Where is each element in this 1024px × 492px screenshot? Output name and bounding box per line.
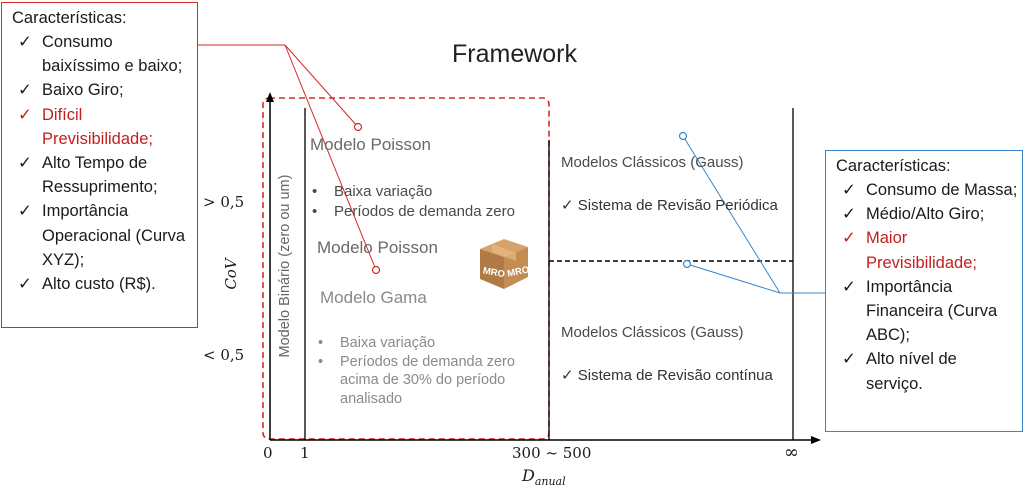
bullet-item: Períodos de demanda zero <box>308 202 515 222</box>
bullet-item: Baixa variação <box>308 182 515 202</box>
characteristic-text: Maior Previsibilidade; <box>866 229 977 272</box>
lower-left-model-poisson: Modelo Poisson <box>317 238 438 257</box>
characteristic-item: ✓ Consumo baixíssimo e baixo; <box>12 30 193 78</box>
check-icon: ✓ <box>842 277 856 296</box>
characteristic-item: ✓ Maior Previsibilidade; <box>836 226 1018 274</box>
x-tick-300-500: 300 ~ 500 <box>512 444 592 462</box>
right-box-heading: Características: <box>836 157 951 175</box>
characteristic-text: Consumo baixíssimo e baixo; <box>42 33 183 76</box>
right-callout-line <box>682 135 781 294</box>
characteristic-text: Difícil Previsibilidade; <box>42 105 153 148</box>
check-icon: ✓ <box>18 81 32 100</box>
right-callout-dot <box>678 131 688 141</box>
check-icon: ✓ <box>842 181 856 199</box>
characteristic-item: ✓ Consumo de Massa; <box>836 178 1018 202</box>
cov-lower-label: < 0,5 <box>203 346 245 364</box>
characteristic-item: ✓ Difícil Previsibilidade; <box>12 103 193 151</box>
check-icon: ✓ <box>18 33 32 51</box>
lower-left-bullets: Baixa variaçãoPeríodos de demanda zero a… <box>314 334 524 408</box>
characteristic-item: ✓ Baixo Giro; <box>12 78 193 102</box>
left-callout-dot <box>371 265 381 275</box>
right-characteristics-box: Características: ✓ Consumo de Massa; ✓ Médi… <box>825 150 1023 432</box>
upper-right-model: Modelos Clássicos (Gauss) <box>561 154 744 171</box>
check-icon: ✓ <box>18 154 32 173</box>
characteristic-text: Consumo de Massa; <box>866 181 1018 199</box>
characteristic-item: ✓ Alto nível de serviço. <box>836 347 1018 395</box>
right-characteristics-list: ✓ Consumo de Massa; ✓ Médio/Alto Giro; ✓ Maio… <box>836 178 1018 396</box>
characteristic-item: ✓ Alto Tempo de Ressuprimento; <box>12 151 193 199</box>
x-axis-label-sub: anual <box>534 475 566 489</box>
x-axis-label: Danual <box>522 466 566 488</box>
characteristic-text: Importância Operacional (Curva XYZ); <box>42 202 186 269</box>
upper-right-system: ✓ Sistema de Revisão Periódica <box>561 197 778 214</box>
x-axis-arrow <box>811 436 821 444</box>
y-axis-label: CoV <box>222 258 240 290</box>
left-callout-line <box>284 44 377 271</box>
x-tick-1: 1 <box>300 444 310 462</box>
mro-box-icon: MRO MRO <box>480 239 530 289</box>
right-callout-line <box>686 263 781 294</box>
characteristic-text: Importância Financeira (Curva ABC); <box>866 277 998 345</box>
check-icon: ✓ <box>842 229 856 248</box>
check-icon: ✓ <box>18 202 32 221</box>
upper-left-bullets: Baixa variaçãoPeríodos de demanda zero <box>308 182 515 222</box>
check-icon: ✓ <box>842 205 856 224</box>
characteristic-text: Médio/Alto Giro; <box>866 205 985 224</box>
x-tick-infinity: ∞ <box>784 442 799 463</box>
left-callout-line <box>284 44 359 128</box>
left-characteristics-list: ✓ Consumo baixíssimo e baixo; ✓ Baixo Giro;… <box>12 30 193 296</box>
upper-left-model: Modelo Poisson <box>310 135 431 154</box>
left-box-heading: Características: <box>12 9 127 27</box>
x-axis-label-base: D <box>522 466 535 485</box>
page-title: Framework <box>452 40 578 68</box>
bullet-item: Baixa variação <box>314 334 524 353</box>
characteristic-item: ✓ Importância Financeira (Curva ABC); <box>836 275 1018 348</box>
characteristic-text: Alto nível de serviço. <box>866 350 957 393</box>
characteristic-item: ✓ Importância Operacional (Curva XYZ); <box>12 199 193 272</box>
characteristic-text: Baixo Giro; <box>42 81 124 100</box>
characteristic-item: ✓ Alto custo (R$). <box>12 272 193 296</box>
x-tick-0: 0 <box>263 444 273 462</box>
lower-right-system: ✓ Sistema de Revisão contínua <box>561 367 773 384</box>
left-characteristics-box: Características: ✓ Consumo baixíssimo e b… <box>1 2 198 328</box>
characteristic-text: Alto custo (R$). <box>42 275 156 294</box>
lower-left-model-gama: Modelo Gama <box>320 288 427 307</box>
binary-model-label: Modelo Binário (zero ou um) <box>277 174 293 358</box>
left-callout-dot <box>353 122 363 132</box>
check-icon: ✓ <box>842 350 856 369</box>
characteristic-item: ✓ Médio/Alto Giro; <box>836 202 1018 226</box>
check-icon: ✓ <box>18 275 32 294</box>
check-icon: ✓ <box>18 105 32 124</box>
right-callout-dot <box>682 259 692 269</box>
cov-upper-label: > 0,5 <box>203 193 245 211</box>
mro-label-right: MRO <box>506 264 530 279</box>
lower-right-model: Modelos Clássicos (Gauss) <box>561 324 744 341</box>
characteristic-text: Alto Tempo de Ressuprimento; <box>42 154 158 197</box>
y-axis-arrow <box>266 92 274 102</box>
mro-label-left: MRO <box>482 265 506 280</box>
bullet-item: Períodos de demanda zero acima de 30% do… <box>314 353 524 409</box>
